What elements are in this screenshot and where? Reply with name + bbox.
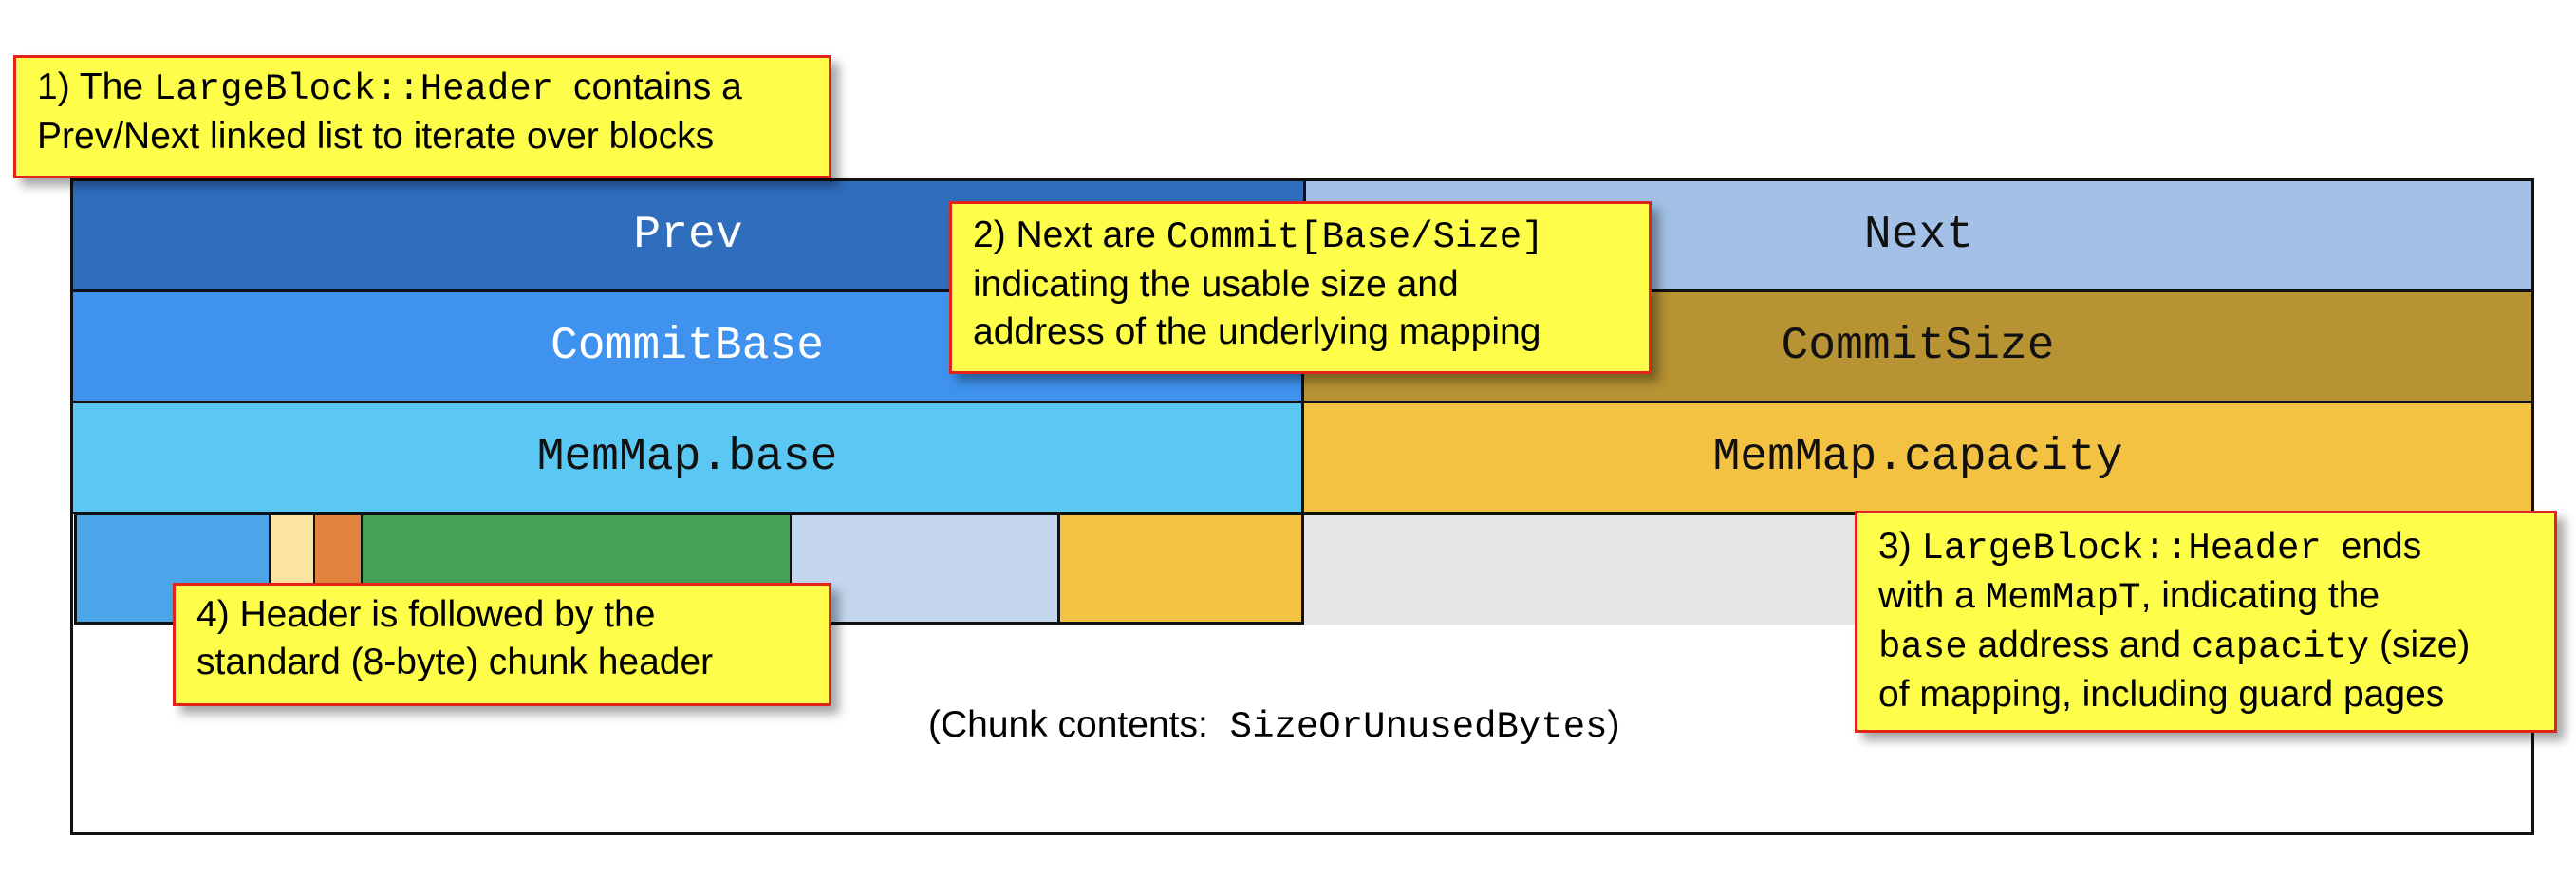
callout-3-text-c: with a <box>1878 575 1975 616</box>
callout-2-code: Commit[Base/Size] <box>1166 216 1544 258</box>
callout-1-text-a: 1) The <box>37 66 144 107</box>
callout-3-line-1: 3) LargeBlock::Header ends <box>1878 523 2533 572</box>
callout-3-code-1: LargeBlock::Header <box>1921 528 2322 569</box>
memmap-capacity-field: MemMap.capacity <box>1301 401 2534 514</box>
chunk-contents-caption: (Chunk contents: SizeOrUnusedBytes) <box>928 704 1620 748</box>
chunk-contents-suffix: ) <box>1607 704 1620 745</box>
callout-3-line-2: with a MemMapT, indicating the <box>1878 572 2533 622</box>
memmap-capacity-label: MemMap.capacity <box>1712 432 2123 483</box>
commit-base-label: CommitBase <box>550 321 825 372</box>
callout-3-code-2: MemMapT <box>1985 577 2141 619</box>
callout-4: 4) Header is followed by the standard (8… <box>173 583 831 706</box>
memmap-base-field: MemMap.base <box>70 401 1304 514</box>
callout-2-line-2: indicating the usable size and <box>973 264 1459 305</box>
callout-3-text-e: address and <box>1977 625 2182 665</box>
callout-3-line-4: of mapping, including guard pages <box>1878 674 2445 715</box>
callout-1-code: LargeBlock::Header <box>153 68 554 110</box>
chunk-segment-6 <box>1057 513 1304 625</box>
next-label: Next <box>1863 210 1974 261</box>
callout-2-text-a: 2) Next are <box>973 215 1156 255</box>
callout-3: 3) LargeBlock::Header ends with a MemMap… <box>1855 511 2557 733</box>
chunk-contents-prefix: (Chunk contents: <box>928 704 1208 745</box>
callout-2: 2) Next are Commit[Base/Size] indicating… <box>949 201 1652 374</box>
callout-3-code-3: base <box>1878 626 1968 668</box>
callout-3-text-a: 3) <box>1878 526 1912 567</box>
callout-1-line-2: Prev/Next linked list to iterate over bl… <box>37 116 715 157</box>
callout-2-line-3: address of the underlying mapping <box>973 311 1541 352</box>
callout-1: 1) The LargeBlock::Header contains a Pre… <box>13 55 831 178</box>
callout-3-text-b: ends <box>2341 526 2422 567</box>
chunk-contents-code: SizeOrUnusedBytes <box>1229 706 1608 748</box>
callout-3-text-f: (size) <box>2380 625 2471 665</box>
callout-4-line-1: 4) Header is followed by the <box>196 594 656 635</box>
callout-3-text-d: , indicating the <box>2140 575 2380 616</box>
chunk-segment-5 <box>790 513 1057 625</box>
callout-3-code-4: capacity <box>2191 626 2370 668</box>
prev-label: Prev <box>633 210 743 261</box>
callout-4-line-2: standard (8-byte) chunk header <box>196 642 714 682</box>
callout-2-line-1: 2) Next are Commit[Base/Size] <box>973 212 1628 261</box>
commit-size-label: CommitSize <box>1781 321 2055 372</box>
callout-1-text-b: contains a <box>572 66 742 107</box>
callout-1-line-1: 1) The LargeBlock::Header contains a <box>37 64 808 113</box>
callout-3-line-3: base address and capacity (size) <box>1878 622 2533 671</box>
memmap-base-label: MemMap.base <box>536 432 838 483</box>
